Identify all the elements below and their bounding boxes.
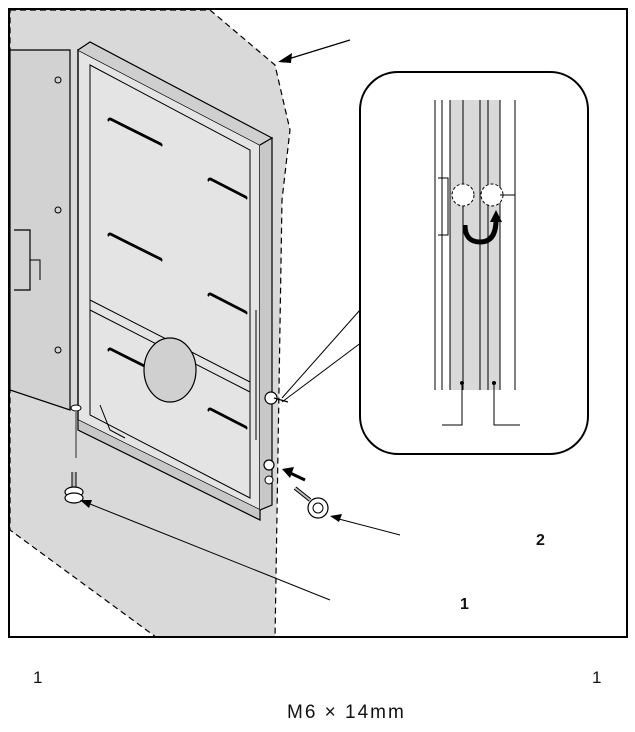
zoom-lines: [281, 309, 361, 399]
hook-arrow-icon: [462, 219, 499, 245]
hook-pin: [264, 391, 278, 405]
caption-right-number: 1: [592, 668, 602, 687]
mount-hole: [54, 76, 62, 84]
left-panel: [10, 49, 71, 411]
rib: [108, 235, 162, 264]
rib: [107, 232, 163, 263]
rib: [208, 410, 247, 432]
callout-2: 2: [536, 532, 545, 549]
rib: [207, 177, 248, 201]
rib: [208, 295, 247, 317]
side-screw: [293, 486, 329, 519]
rib: [208, 180, 247, 202]
callout-1: 1: [460, 596, 469, 613]
center-hole: [143, 337, 197, 403]
mount-hole: [54, 206, 62, 214]
rib: [207, 407, 248, 431]
screw-spec: M6 × 14mm: [287, 702, 406, 723]
rib: [108, 120, 162, 149]
rib: [107, 117, 163, 148]
bottom-screw-pointer: [84, 501, 331, 601]
wall-pointer: [284, 39, 351, 61]
installation-figure: 2 1: [8, 8, 628, 638]
mount-hole: [54, 346, 62, 354]
screw-pointer-line: [334, 517, 401, 536]
inset-content: [434, 100, 520, 426]
caption-left-number: 1: [33, 668, 43, 687]
rib: [207, 292, 248, 316]
bottom-screw: [64, 472, 84, 504]
screw-hole: [263, 459, 275, 471]
installation-diagram: [10, 10, 589, 636]
